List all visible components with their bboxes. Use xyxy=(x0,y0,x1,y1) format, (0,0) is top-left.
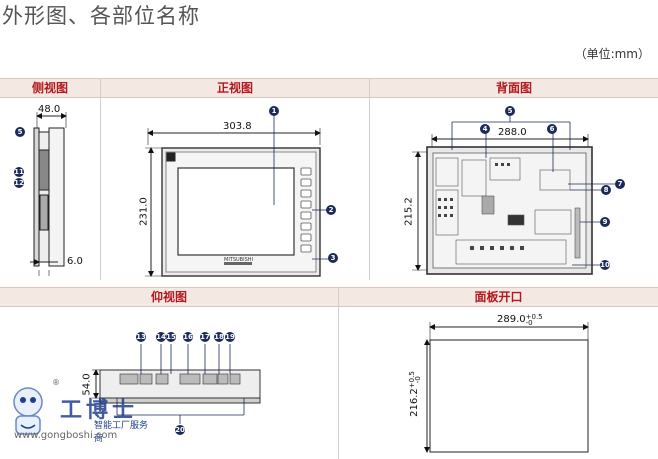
bottom-section-header: 仰视图 面板开口 xyxy=(0,287,658,307)
divider xyxy=(338,287,339,459)
cutout-width-tol-up: +0.5 xyxy=(525,313,543,321)
callout-marker: 19 xyxy=(225,332,235,342)
callout-marker: 9 xyxy=(600,217,610,227)
back-height-dim: 215.2 xyxy=(403,197,415,226)
side-depth-dim: 48.0 xyxy=(38,104,61,115)
divider xyxy=(100,78,101,280)
callout-marker: 2 xyxy=(326,205,336,215)
bottom-view-drawing xyxy=(92,344,261,424)
callout-marker: 20 xyxy=(175,425,185,435)
callout-marker: 15 xyxy=(166,332,176,342)
callout-marker: 14 xyxy=(156,332,166,342)
front-brand-label: MITSUBISHI xyxy=(224,257,253,263)
callout-marker: 11 xyxy=(14,167,24,177)
watermark-slogan: 智能工厂服务商 xyxy=(94,421,149,444)
callout-marker: 16 xyxy=(183,332,193,342)
callout-marker: 5 xyxy=(505,106,515,116)
front-height-dim: 231.0 xyxy=(138,197,150,226)
callout-marker: 5 xyxy=(15,127,25,137)
callout-marker: 1 xyxy=(269,106,279,116)
cutout-height-value: 216.2 xyxy=(409,388,420,417)
cutout-width-value: 289.0 xyxy=(497,314,526,325)
callout-marker: 3 xyxy=(328,253,338,263)
watermark-brand: 工博士 xyxy=(60,397,139,423)
panel-cutout-drawing xyxy=(424,322,589,453)
bottom-view-heading: 仰视图 xyxy=(150,290,187,304)
front-view-drawing xyxy=(145,113,330,277)
back-view-heading: 背面图 xyxy=(495,81,532,95)
registered-mark: ® xyxy=(52,378,60,387)
page-title: 外形图、各部位名称 xyxy=(2,4,200,28)
side-view-drawing xyxy=(30,112,67,276)
divider xyxy=(369,78,370,280)
callout-marker: 13 xyxy=(136,332,146,342)
callout-marker: 18 xyxy=(214,332,224,342)
watermark-logo: ® 工博士 智能工厂服务商 www.gongboshi.com xyxy=(6,378,156,450)
robot-mascot-icon xyxy=(13,387,43,435)
cutout-height-dim: 216.2+0.5-0 xyxy=(408,365,422,423)
front-width-dim: 303.8 xyxy=(223,121,252,132)
side-bottom-dim: 6.0 xyxy=(67,256,83,267)
cutout-width-tol-down: -0 xyxy=(525,319,533,327)
callout-marker: 8 xyxy=(601,185,611,195)
side-view-heading: 侧视图 xyxy=(31,81,68,95)
panel-cutout-heading: 面板开口 xyxy=(474,290,523,304)
back-view-drawing xyxy=(412,112,615,275)
callout-marker: 17 xyxy=(200,332,210,342)
top-section-header: 侧视图 正视图 背面图 xyxy=(0,78,658,98)
callout-marker: 7 xyxy=(615,179,625,189)
callout-marker: 10 xyxy=(600,260,610,270)
callout-marker: 12 xyxy=(14,178,24,188)
callout-marker: 4 xyxy=(480,124,490,134)
callout-marker: 6 xyxy=(547,124,557,134)
watermark-url: www.gongboshi.com xyxy=(14,430,118,441)
back-width-dim: 288.0 xyxy=(498,127,527,138)
front-view-heading: 正视图 xyxy=(216,81,253,95)
cutout-height-tol-down: -0 xyxy=(414,376,422,384)
cutout-width-dim: 289.0+0.5-0 xyxy=(497,313,543,327)
unit-label: （单位:mm） xyxy=(574,47,650,61)
